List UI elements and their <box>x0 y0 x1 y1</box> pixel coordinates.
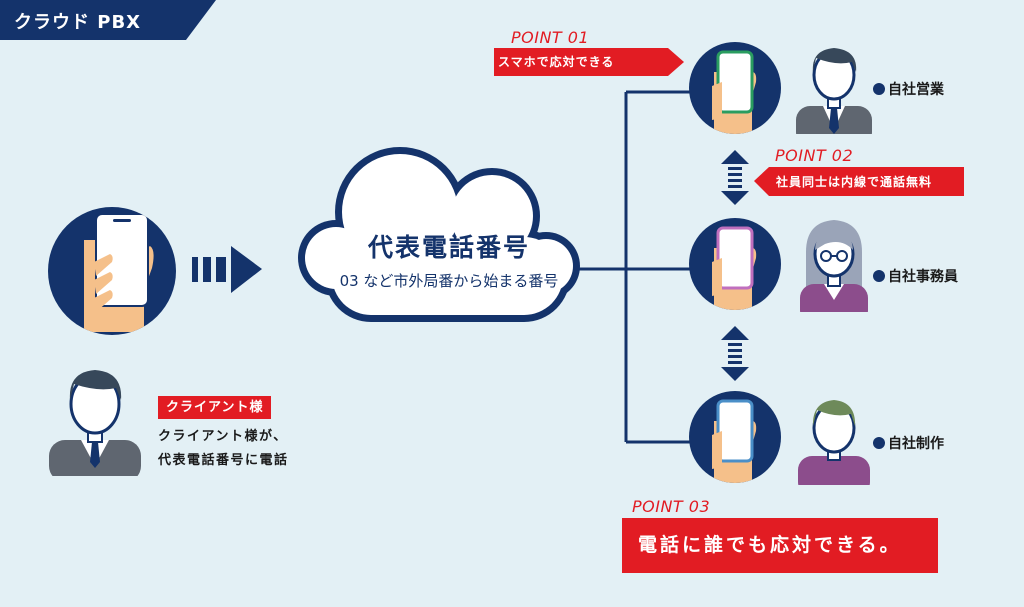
point-02-title: POINT 02 <box>775 146 854 165</box>
bullet-dot-icon <box>873 437 885 449</box>
staff-phone-icon-3 <box>689 391 781 483</box>
point-01-flag <box>494 48 684 76</box>
point-02-flag <box>754 167 964 196</box>
double-arrow-icon-1 <box>721 150 749 205</box>
client-phone-icon <box>48 207 176 335</box>
point-02-text: 社員同士は内線で通話無料 <box>776 175 933 189</box>
point-03-title: POINT 03 <box>632 497 711 516</box>
production-staff-avatar <box>798 400 870 485</box>
cloud-subtitle: 03 など市外局番から始まる番号 <box>339 272 559 290</box>
connector-lines <box>560 90 690 444</box>
staff-label-sales: 自社営業 <box>873 79 944 99</box>
cloud-shape <box>298 147 580 322</box>
client-avatar <box>49 370 141 476</box>
client-tag: クライアント様 <box>158 396 272 419</box>
arrow-right-icon <box>192 246 262 293</box>
point-01-title: POINT 01 <box>511 28 590 47</box>
client-description-line-2: 代表電話番号に電話 <box>158 453 289 468</box>
bullet-dot-icon <box>873 83 885 95</box>
cloud-title: 代表電話番号 <box>367 233 530 262</box>
staff-phone-icon-2 <box>689 218 781 310</box>
staff-label-office: 自社事務員 <box>873 266 958 286</box>
banner-title: クラウド PBX <box>14 12 142 33</box>
point-03-label: 電話に誰でも応対できる。 <box>622 518 938 573</box>
double-arrow-icon-2 <box>721 326 749 381</box>
sales-staff-avatar <box>796 48 872 134</box>
staff-phone-icon-1 <box>689 42 781 134</box>
client-description-line-1: クライアント様が、 <box>158 429 288 444</box>
title-banner <box>0 0 216 40</box>
staff-label-production: 自社制作 <box>873 433 944 453</box>
bullet-dot-icon <box>873 270 885 282</box>
point-01-text: スマホで応対できる <box>498 55 615 69</box>
office-staff-avatar <box>800 220 868 312</box>
